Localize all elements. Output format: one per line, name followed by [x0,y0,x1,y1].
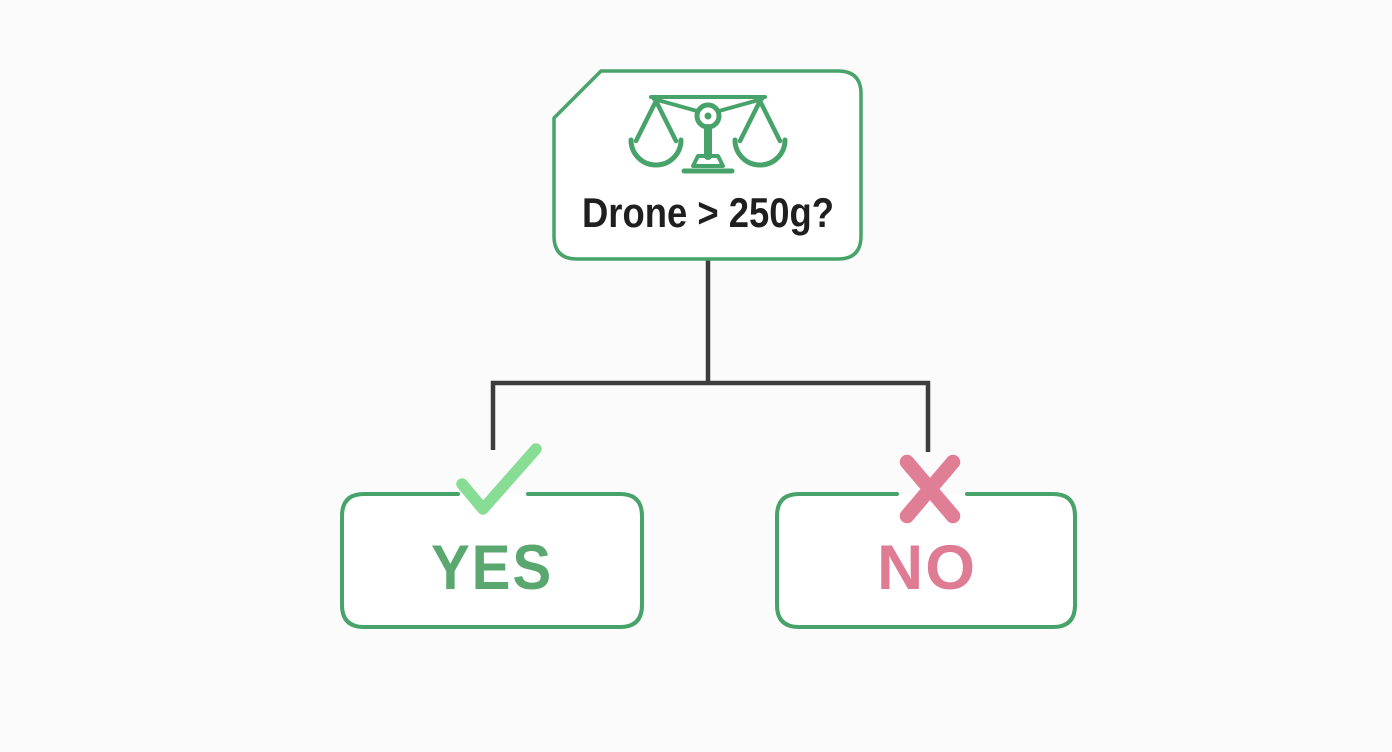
yes-node: YES [340,443,644,629]
scale-base [691,154,725,168]
connector-branches [490,380,931,452]
decision-question: Drone > 250g? [582,189,834,236]
decision-node: Drone > 250g? [552,69,863,261]
check-icon [456,443,542,515]
connectors [490,259,931,452]
scale-beam-slopes [652,97,764,113]
cross-icon [899,454,961,524]
scale-left-bowl [628,137,684,168]
scale-right-strings [737,98,783,144]
scale-left-strings [633,98,679,144]
scale-right-bowl [732,137,788,168]
yes-label: YES [431,533,553,603]
yes-box [340,492,644,629]
scale-pivot-dot [704,112,712,120]
no-label: NO [877,533,977,603]
balance-scale-icon [628,95,788,174]
no-node: NO [775,454,1077,629]
no-box [775,492,1077,629]
